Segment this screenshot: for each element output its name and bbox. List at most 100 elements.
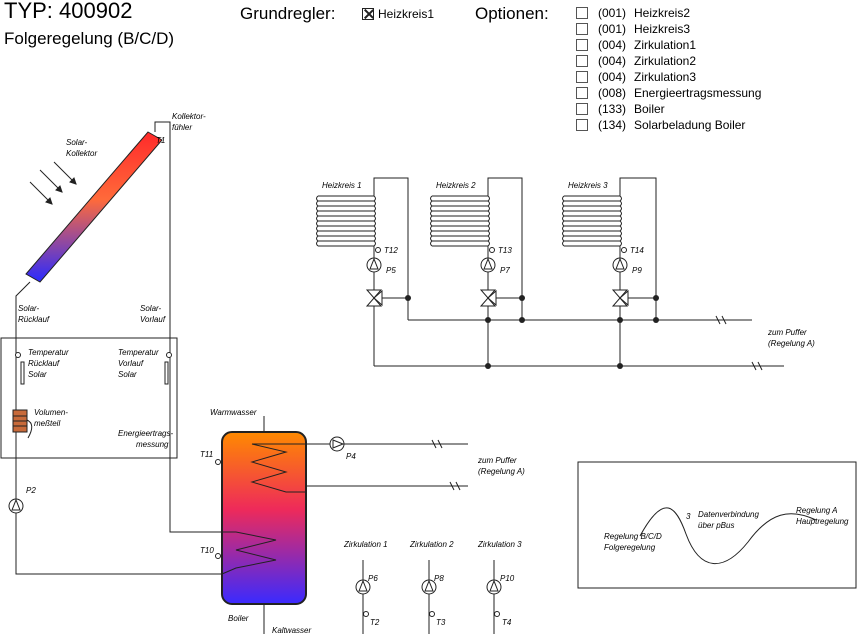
pipe-junctions: [405, 295, 659, 369]
option-row[interactable]: (004)Zirkulation2: [576, 53, 696, 69]
label-p7: P7: [500, 266, 510, 275]
label-temp-vor-2: Vorlauf: [118, 359, 144, 368]
puffer-pipes: [306, 439, 468, 491]
option-code: (004): [598, 70, 627, 84]
option-label: Heizkreis2: [634, 6, 691, 20]
option-row[interactable]: (001)Heizkreis2: [576, 5, 690, 21]
pbus-wave: [639, 507, 817, 565]
heizkreis-1: [316, 177, 409, 366]
temperature-sensor-icon: [15, 352, 25, 385]
option-label: Boiler: [634, 102, 665, 116]
label-p10: P10: [500, 574, 515, 583]
checkbox-icon[interactable]: [576, 71, 588, 83]
label-kaltwasser: Kaltwasser: [272, 626, 312, 635]
flow-meter-icon: [12, 409, 33, 439]
checkbox-icon[interactable]: [576, 103, 588, 115]
label-kollektor-1: Solar-: [66, 138, 88, 147]
label-t3: T3: [436, 618, 446, 627]
label-kollektorfuehler-1: Kollektor-: [172, 112, 206, 121]
option-row[interactable]: (134)Solarbeladung Boiler: [576, 117, 745, 133]
label-temp-rueck-1: Temperatur: [28, 348, 69, 357]
label-t14: T14: [630, 246, 644, 255]
label-t2: T2: [370, 618, 380, 627]
boiler-tank: [221, 416, 307, 634]
option-label: Heizkreis3: [634, 22, 691, 36]
checkbox-icon[interactable]: [576, 23, 588, 35]
type-title: TYP: 400902: [4, 0, 133, 23]
label-boiler: Boiler: [228, 614, 249, 623]
label-regelung-bcd: Regelung B/C/D: [604, 532, 662, 541]
label-p5: P5: [386, 266, 396, 275]
option-label: Zirkulation3: [634, 70, 697, 84]
pump-icon: [329, 436, 345, 452]
grundregler-checkbox[interactable]: Heizkreis1: [362, 6, 434, 22]
option-label: Zirkulation2: [634, 54, 697, 68]
label-t12: T12: [384, 246, 398, 255]
checkbox-icon[interactable]: [576, 55, 588, 67]
manifold-pipes: [374, 298, 784, 371]
label-pbus: über pBus: [698, 521, 735, 530]
label-kollektorfuehler-2: fühler: [172, 123, 193, 132]
option-row[interactable]: (004) Zirkulation3: [576, 69, 696, 85]
label-heizkreis-1: Heizkreis 1: [322, 181, 362, 190]
label-solar-ruecklauf-1: Solar-: [18, 304, 40, 313]
checked-checkbox-icon[interactable]: [362, 8, 374, 20]
option-code: (133): [598, 102, 627, 116]
label-zirkulation-2: Zirkulation 2: [410, 540, 454, 549]
checkbox-icon[interactable]: [576, 7, 588, 19]
solar-pipes: [15, 121, 222, 575]
option-row[interactable]: (004) Zirkulation1: [576, 37, 696, 53]
option-label: Zirkulation1: [634, 38, 697, 52]
label-solar-vorlauf-1: Solar-: [140, 304, 162, 313]
label-volumen-2: meßteil: [34, 419, 61, 428]
label-p9: P9: [632, 266, 642, 275]
optionen-label: Optionen:: [475, 4, 549, 23]
type-subtitle: Folgeregelung (B/C/D): [4, 29, 175, 48]
label-energie-1: Energieertrags-: [118, 429, 174, 438]
sensor-t11-icon: [215, 459, 221, 465]
option-code: (008): [598, 86, 627, 100]
temperature-sensor-icon: [164, 352, 172, 385]
label-t1: T1: [156, 136, 166, 145]
label-t11: T11: [200, 450, 214, 459]
label-kollektor-2: Kollektor: [66, 149, 98, 158]
option-row[interactable]: (133) Boiler: [576, 101, 665, 117]
label-folgeregelung: Folgeregelung: [604, 543, 656, 552]
sensor-t10-icon: [215, 553, 221, 559]
option-row[interactable]: (001) Heizkreis3: [576, 21, 690, 37]
grundregler-label: Grundregler:: [240, 4, 336, 23]
checkbox-icon[interactable]: [576, 87, 588, 99]
label-temp-rueck-3: Solar: [28, 370, 47, 379]
option-label: Solarbeladung Boiler: [634, 118, 746, 132]
label-solar-ruecklauf-2: Rücklauf: [18, 315, 50, 324]
label-p8: P8: [434, 574, 444, 583]
option-code: (001): [598, 22, 627, 36]
label-temp-vor-1: Temperatur: [118, 348, 159, 357]
label-p4: P4: [346, 452, 356, 461]
checkbox-icon[interactable]: [576, 39, 588, 51]
label-volumen-1: Volumen-: [34, 408, 68, 417]
heizkreis-3: [562, 177, 657, 366]
grundregler-item: Heizkreis1: [378, 7, 435, 21]
option-code: (004): [598, 38, 627, 52]
label-p2: P2: [26, 486, 36, 495]
label-t13: T13: [498, 246, 512, 255]
zirkulationen: [355, 560, 502, 634]
heizkreis-2: [430, 177, 523, 366]
label-heizkreis-2: Heizkreis 2: [436, 181, 476, 190]
label-zirkulation-1: Zirkulation 1: [344, 540, 388, 549]
label-pbus-number: 3: [686, 512, 691, 521]
option-row[interactable]: (008)Energieertragsmessung: [576, 85, 761, 101]
label-puffer-upper-2: (Regelung A): [768, 339, 815, 348]
label-datenverbindung: Datenverbindung: [698, 510, 759, 519]
energy-meter-box: [0, 337, 178, 459]
label-t10: T10: [200, 546, 214, 555]
checkbox-icon[interactable]: [576, 119, 588, 131]
label-hauptregelung: Hauptregelung: [796, 517, 849, 526]
label-temp-rueck-2: Rücklauf: [28, 359, 60, 368]
label-zirkulation-3: Zirkulation 3: [478, 540, 522, 549]
label-puffer-lower-2: (Regelung A): [478, 467, 525, 476]
label-t4: T4: [502, 618, 512, 627]
